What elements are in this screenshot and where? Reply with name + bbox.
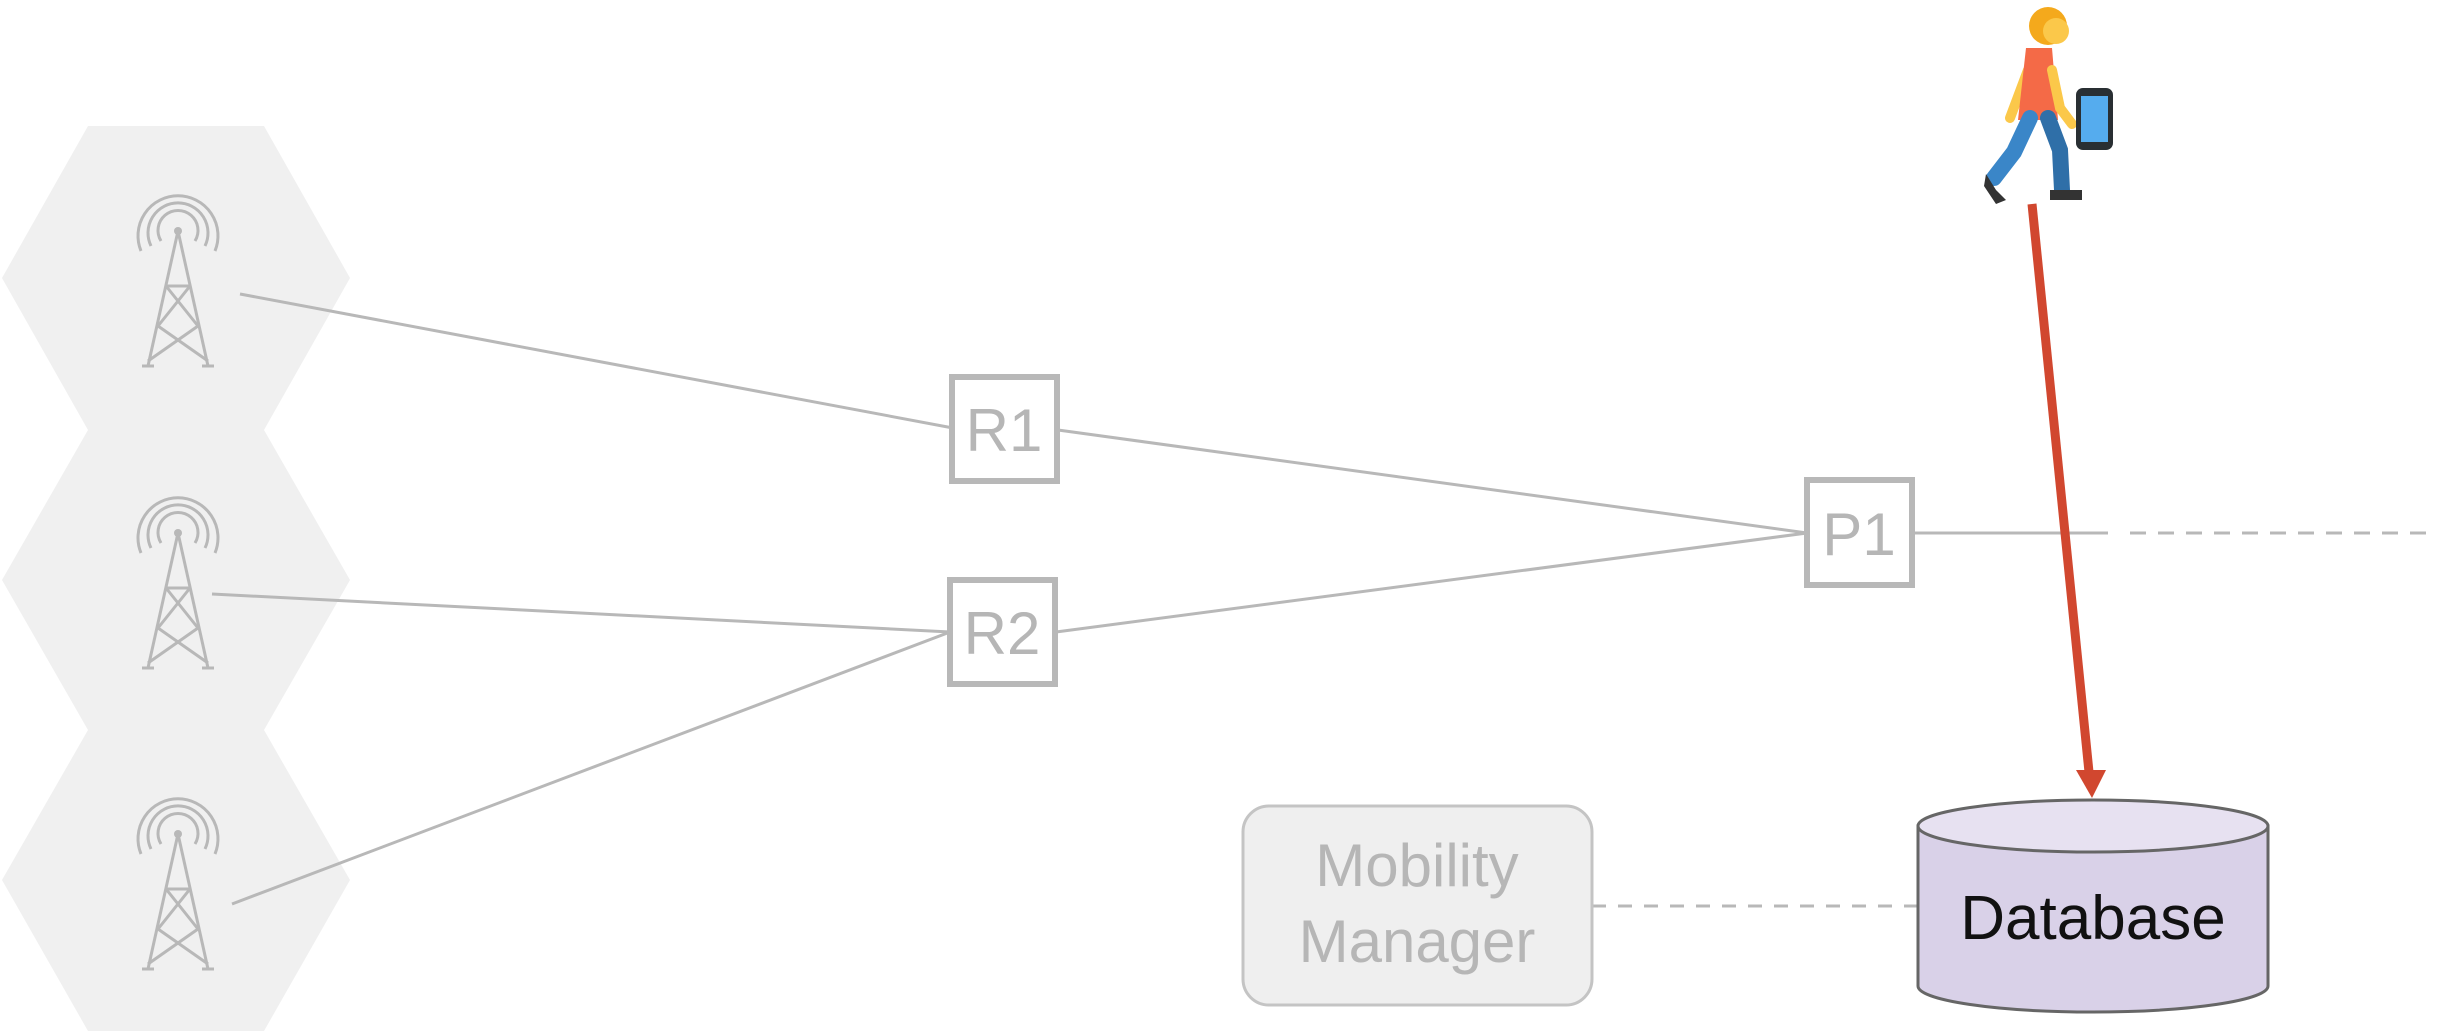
router-r2: R2 [947, 577, 1058, 687]
link-r1-p1 [1057, 428, 1808, 535]
cell-hexagon-3 [2, 730, 350, 1031]
router-p1-label: P1 [1822, 501, 1895, 568]
link-r2-p1 [1055, 531, 1808, 634]
router-r1-label: R1 [966, 397, 1043, 464]
router-p1: P1 [1804, 477, 1915, 588]
router-r2-label: R2 [964, 600, 1041, 667]
cell-hexagon-1 [2, 126, 350, 430]
mobility-manager-box: Mobility Manager [1241, 804, 1594, 1007]
database-cylinder: Database [1916, 798, 2270, 1014]
mobility-manager-label-line2: Manager [1299, 908, 1536, 975]
user-to-database-arrow [2027, 203, 2106, 798]
router-r1: R1 [949, 374, 1060, 484]
link-tower1-r1 [239, 292, 954, 430]
mobility-manager-label-line1: Mobility [1315, 832, 1518, 899]
link-tower2-r2 [211, 592, 951, 634]
network-links [211, 292, 2438, 908]
walking-person-with-phone-icon [1984, 7, 2113, 204]
database-label: Database [1960, 884, 2225, 953]
cell-hexagon-2 [2, 430, 350, 730]
link-tower3-r2 [231, 630, 951, 906]
